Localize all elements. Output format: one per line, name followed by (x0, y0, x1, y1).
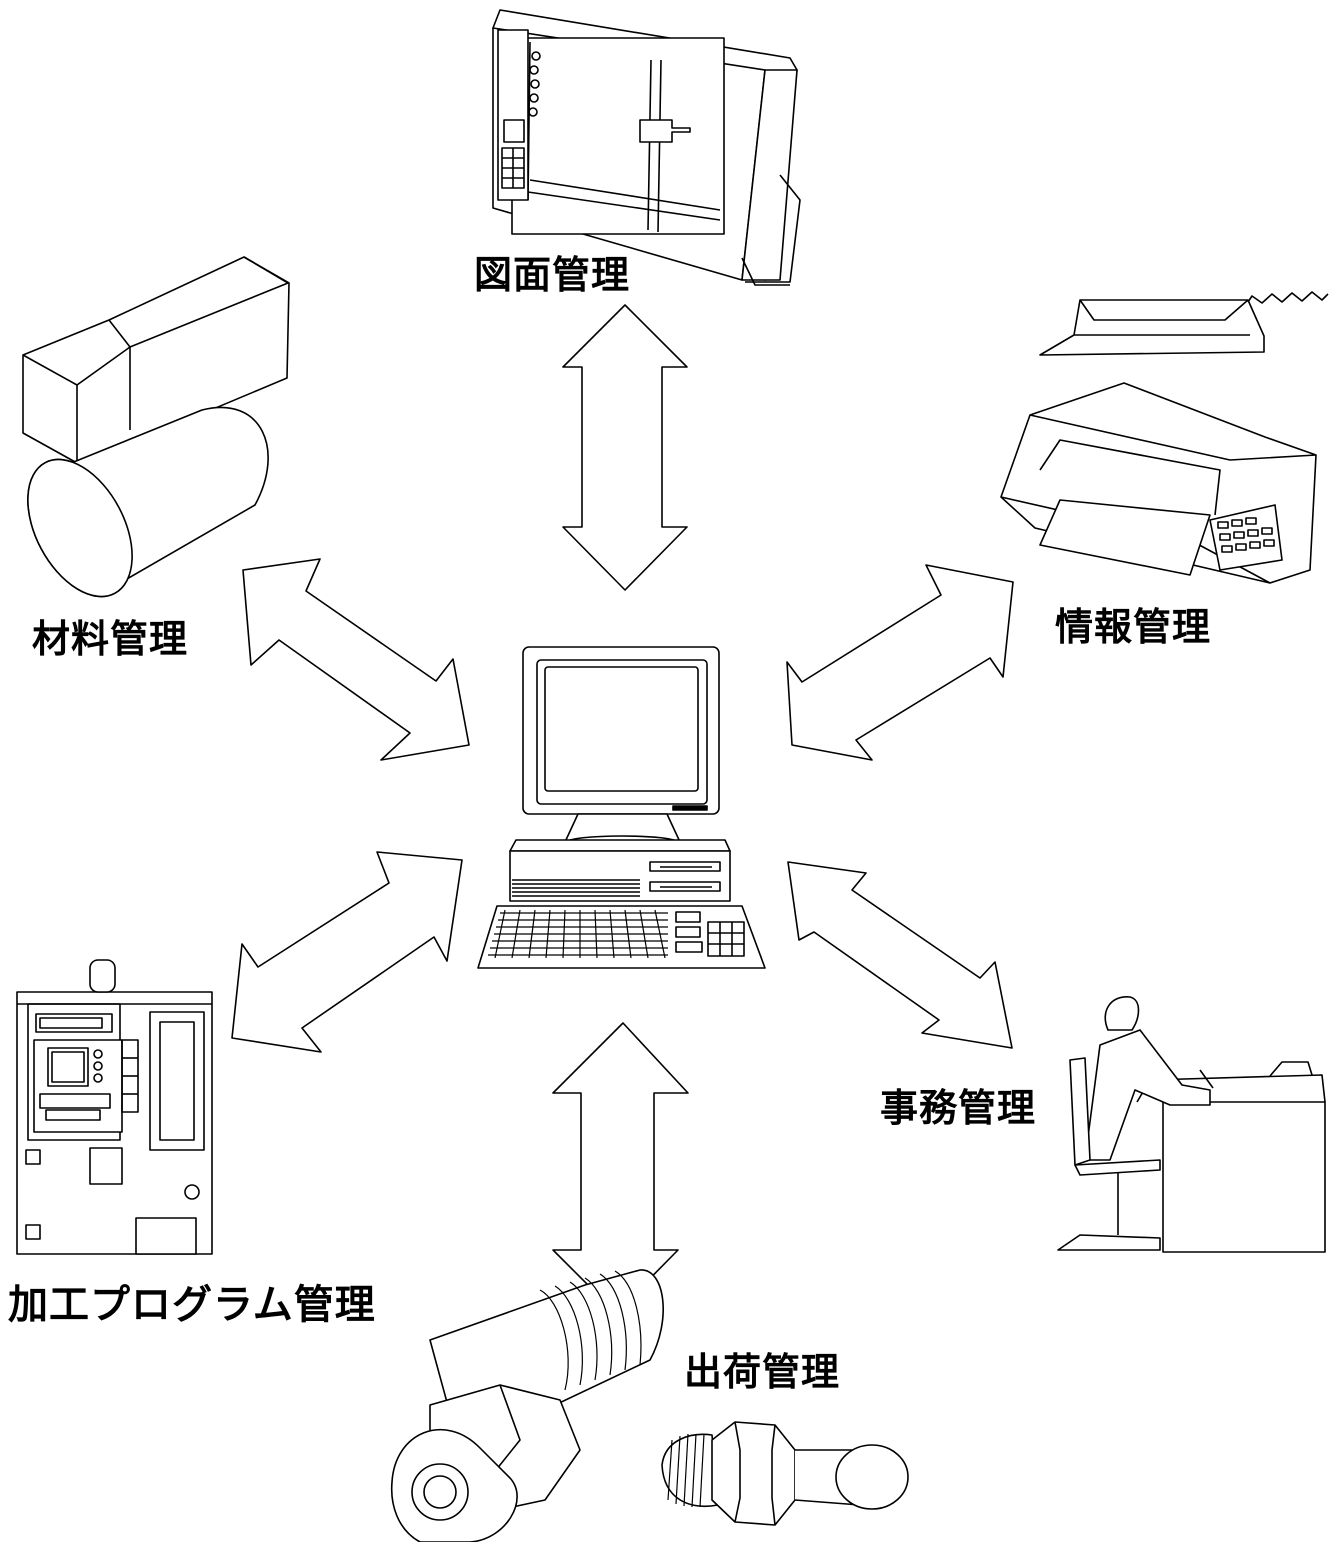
label-program-management: 加工プログラム管理 (8, 1282, 376, 1328)
cnc-machine-icon (17, 960, 212, 1254)
raw-material-stock-icon (6, 257, 289, 614)
arrow-program-hub (232, 852, 462, 1052)
arrow-office-hub (788, 862, 1012, 1048)
threaded-parts-icon (392, 1270, 908, 1542)
arrow-drawing-hub (563, 305, 687, 590)
office-worker-desk-icon (1058, 997, 1325, 1252)
personal-computer-icon (478, 647, 765, 968)
printer-plotter-icon (1001, 292, 1328, 583)
label-material-management: 材料管理 (32, 617, 189, 661)
label-shipping-management: 出荷管理 (684, 1350, 841, 1394)
drafting-board-icon (493, 10, 800, 285)
arrow-shipping-hub (553, 1023, 688, 1313)
arrow-material-hub (243, 559, 469, 760)
label-drawing-management: 図面管理 (474, 253, 631, 297)
label-office-management: 事務管理 (880, 1086, 1037, 1130)
arrow-info-hub (787, 565, 1013, 760)
label-info-management: 情報管理 (1055, 605, 1212, 649)
